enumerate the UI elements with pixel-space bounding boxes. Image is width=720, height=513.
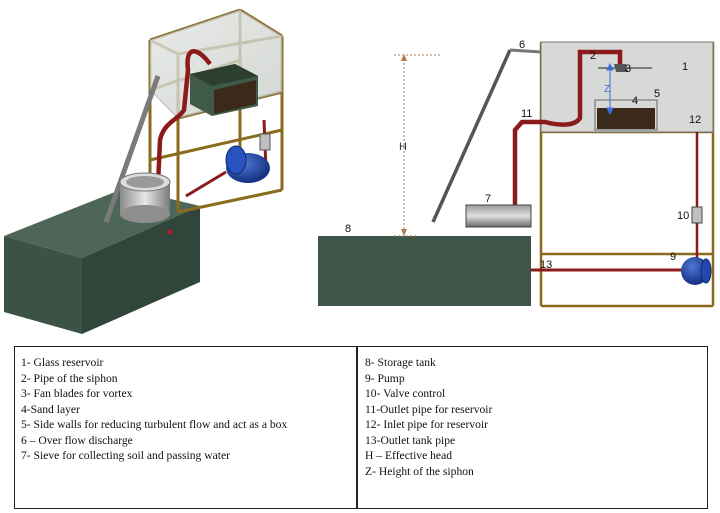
legend-item: 4-Sand layer — [21, 402, 80, 416]
sand-layer — [597, 108, 655, 129]
label-4: 4 — [632, 95, 638, 107]
sand-layer-3d — [214, 80, 256, 114]
siphon-height-arrow — [606, 62, 614, 116]
legend-item: 1- Glass reservoir — [21, 356, 104, 369]
siphon-pipe — [512, 49, 623, 205]
legend-item: 10- Valve control — [365, 387, 446, 400]
fan-blades — [598, 64, 652, 72]
label-11: 11 — [521, 108, 532, 120]
label-2: 2 — [590, 50, 596, 62]
legend-item: 3- Fan blades for vortex — [21, 387, 133, 400]
label-3: 3 — [625, 63, 631, 75]
legend-item: 7- Sieve for collecting soil and passing… — [21, 449, 230, 462]
label-7: 7 — [485, 193, 491, 205]
label-13: 13 — [540, 259, 552, 271]
overflow-pipe — [431, 49, 512, 223]
legend-item: H – Effective head — [365, 449, 453, 462]
storage-tank-3d-side — [82, 206, 200, 334]
label-6: 6 — [519, 39, 525, 51]
legend-item: 9- Pump — [365, 371, 405, 385]
head-arrow-bottom — [401, 229, 407, 236]
sand-box-walls — [594, 99, 658, 131]
legend-column-left: 1- Glass reservoir 2- Pipe of the siphon… — [21, 355, 287, 464]
storage-tank — [318, 236, 531, 306]
head-arrow-top — [401, 54, 407, 61]
legend-table: 1- Glass reservoir 2- Pipe of the siphon… — [14, 346, 708, 509]
legend-item: 12- Inlet pipe for reservoir — [365, 418, 488, 431]
sieve-3d — [119, 172, 171, 223]
pump-3d — [225, 145, 270, 183]
schematic-view: 1 2 3 4 5 6 7 8 9 10 11 12 13 H Z — [318, 39, 715, 308]
pump — [681, 257, 712, 285]
siphon-pipe-3d — [155, 49, 212, 186]
storage-tank-3d-front — [4, 236, 82, 334]
sieve — [465, 204, 532, 228]
legend-item: Z- Height of the siphon — [365, 464, 474, 478]
label-h: H — [399, 141, 407, 153]
legend-item: 5- Side walls for reducing turbulent flo… — [21, 418, 288, 431]
overflow-pipe-3d — [103, 75, 161, 223]
label-z: Z — [604, 84, 610, 95]
label-12: 12 — [689, 114, 701, 126]
legend-item: 6 – Over flow discharge — [21, 433, 133, 447]
legend-item: 13-Outlet tank pipe — [365, 433, 456, 447]
pump-pipe-3d — [185, 170, 227, 198]
label-9: 9 — [670, 251, 676, 263]
label-10: 10 — [677, 210, 689, 222]
legend-item: 2- Pipe of the siphon — [21, 371, 118, 385]
label-5: 5 — [654, 88, 660, 100]
tank-outlet-dot — [167, 229, 173, 235]
valve-3d — [259, 133, 271, 151]
siphon-system-diagram: 1 2 3 4 5 6 7 8 9 10 11 12 13 H Z — [4, 8, 715, 334]
perspective-view — [4, 8, 284, 334]
sand-box-3d-top — [190, 64, 258, 86]
valve-control — [691, 206, 703, 224]
legend-item: 11-Outlet pipe for reservoir — [365, 402, 493, 416]
legend-divider — [356, 347, 358, 508]
legend-column-right: 8- Storage tank 9- Pump 10- Valve contro… — [365, 355, 492, 479]
label-1: 1 — [682, 61, 688, 73]
label-8: 8 — [345, 223, 351, 235]
legend-item: 8- Storage tank — [365, 356, 436, 369]
overflow-pipe-top — [509, 48, 542, 54]
